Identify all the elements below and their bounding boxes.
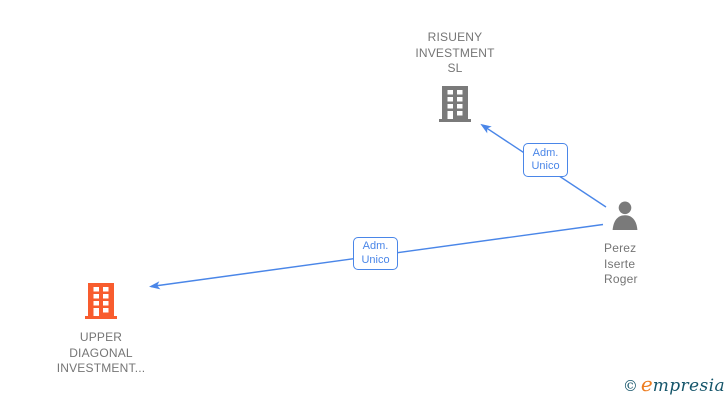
label-line: Iserte [604,256,636,271]
brand-initial: e [640,372,653,396]
person-node-perez-iserte-roger[interactable]: Perez Iserte Roger [604,201,688,288]
label-line: UPPER [79,330,123,344]
label-line: Roger [604,272,638,286]
company-node-upper-diagonal[interactable]: UPPER DIAGONAL INVESTMENT... [41,283,161,377]
company-name-risueny: RISUENY INVESTMENT SL [395,30,515,77]
label-line: RISUENY [427,30,483,44]
label-line: Adm. [362,240,389,252]
company-node-risueny[interactable]: RISUENY INVESTMENT SL [395,30,515,127]
brand-rest: mpresia [652,376,725,396]
label-line: Unico [361,253,390,266]
label-line: Adm. [532,146,559,159]
label-line: INVESTMENT... [56,361,146,375]
relation-label-adm-unico-bottom: Adm. Unico [353,237,398,270]
person-name: Perez Iserte Roger [604,241,688,288]
label-line: SL [447,61,463,75]
label-line: DIAGONAL [69,345,133,360]
label-line: Perez [604,241,637,255]
company-name-upper-diagonal: UPPER DIAGONAL INVESTMENT... [41,330,161,377]
label-line: Unico [531,160,560,172]
empresia-watermark: ©empresia [623,372,725,396]
copyright-icon: © [622,377,638,395]
building-icon [85,283,117,324]
building-icon [439,85,471,127]
relation-label-adm-unico-top: Adm. Unico [523,143,568,177]
label-line: INVESTMENT [415,45,495,60]
person-icon [610,201,640,235]
